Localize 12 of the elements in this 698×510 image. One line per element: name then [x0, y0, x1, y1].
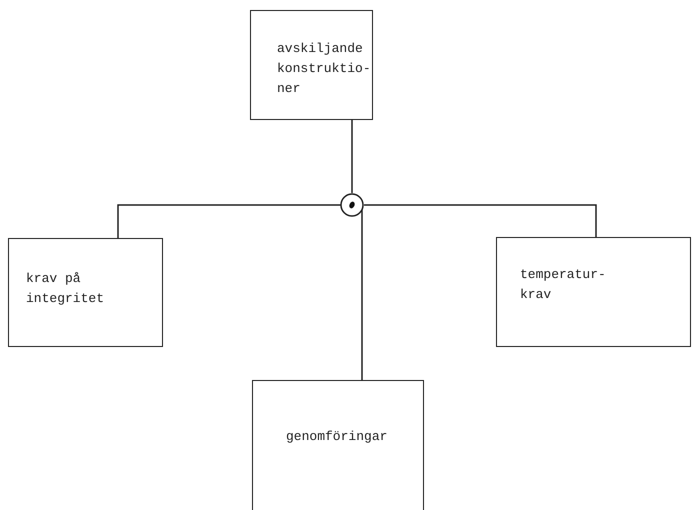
- box-label: temperatur- krav: [520, 266, 607, 304]
- box-label: avskiljande konstruktio- ner: [277, 40, 372, 98]
- connector-line: [117, 204, 340, 238]
- process-box: [250, 10, 373, 120]
- connector-line: [351, 120, 353, 193]
- box-label: genomföringar: [286, 428, 388, 446]
- process-box: [496, 237, 691, 347]
- junction-circle: [340, 193, 364, 217]
- box-label: krav på integritet: [26, 270, 106, 308]
- process-box: [8, 238, 163, 347]
- connector-line: [364, 204, 597, 237]
- process-box: [252, 380, 424, 510]
